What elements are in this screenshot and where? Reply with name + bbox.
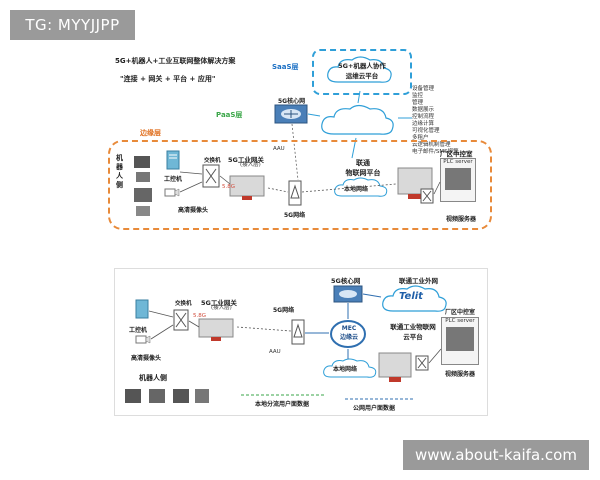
feature-item: 云逻辑机制管理 xyxy=(412,142,451,148)
d2-local-network-label: 本地网络 xyxy=(333,366,358,373)
antenna-icon xyxy=(288,180,302,206)
d2-video-server-label: 视频服务器 xyxy=(445,371,476,378)
d2-core-network-label: 5G核心网 xyxy=(331,277,361,285)
d2-iot-platform-label: 联通工业物联网 云平台 xyxy=(390,323,436,341)
d2-gateway-label: 5G工业网关 xyxy=(201,299,237,307)
d2-local-network-cloud-icon xyxy=(323,358,377,378)
d2-gateway-sublabel: (接入层) xyxy=(211,305,232,311)
d2-telit-logo: Telit xyxy=(399,291,423,302)
diagram2: 5G核心网 联通工业外网 Telit 工控机 交换机 高清摄像头 5G工业网关 … xyxy=(114,268,488,416)
d2-mec-icon xyxy=(330,320,366,348)
robot-arm-icon xyxy=(134,156,152,216)
feature-item: 管理 xyxy=(412,100,424,106)
switch2-icon xyxy=(420,188,434,204)
d2-links xyxy=(148,293,442,400)
d2-plc-server-box: PLC server xyxy=(441,317,479,365)
gateway-icon xyxy=(229,175,265,200)
feature-item: 监控 xyxy=(412,93,424,99)
gateway-label: 5G工业网关 xyxy=(228,156,264,164)
d2-mec-label: MEC 边缘云 xyxy=(339,325,358,341)
d2-gateway-icon xyxy=(198,318,234,341)
d2-ipc-icon xyxy=(135,299,149,319)
d2-camera-icon xyxy=(135,335,151,344)
core-network-icon xyxy=(274,104,308,124)
d2-5g-network-label: 5G网络 xyxy=(273,307,295,314)
feature-item: 多租户 xyxy=(412,135,429,141)
gateway-sublabel: (接入层) xyxy=(240,162,261,168)
feature-item: 边缘计算 xyxy=(412,121,435,127)
d2-camera-label: 高清摄像头 xyxy=(131,355,162,362)
diagram1-title: 5G+机器人+工业互联网整体解决方案 xyxy=(115,57,236,65)
core-network-label: 5G核心网 xyxy=(278,98,306,105)
saas-label: SaaS层 xyxy=(272,63,299,71)
diagram1: 5G+机器人+工业互联网整体解决方案 "连接 + 网关 + 平台 + 应用" S… xyxy=(100,42,500,242)
robot-side-label: 机器人侧 xyxy=(116,154,123,189)
d2-switch-icon xyxy=(173,309,189,331)
plc-server-box: PLC server xyxy=(440,158,476,202)
d2-plant-control-label: 厂区中控室 xyxy=(445,309,476,316)
ipc-label: 工控机 xyxy=(164,176,183,183)
saas-box xyxy=(312,49,412,95)
switch-icon xyxy=(202,164,220,188)
d2-local-offload-label: 本地分流用户面数据 xyxy=(255,401,310,408)
d2-gateway2-icon xyxy=(378,352,412,382)
edge-box xyxy=(108,140,492,230)
aau-label: AAU xyxy=(273,146,285,152)
local-network-label: 本地网络 xyxy=(344,186,369,193)
local-network-cloud-icon xyxy=(334,177,388,197)
plant-control-label: 厂区中控室 xyxy=(440,150,473,158)
switch-label: 交换机 xyxy=(204,158,221,164)
diagram1-subtitle: "连接 + 网关 + 平台 + 应用" xyxy=(120,75,216,83)
d2-telit-cloud-icon xyxy=(382,285,447,312)
internet-cloud-icon xyxy=(321,104,394,135)
feature-item: 控制流程 xyxy=(412,114,435,120)
d2-robot-side-label: 机器人侧 xyxy=(139,374,167,382)
d2-aau-label: AAU xyxy=(269,349,281,355)
d2-plc-server-label: PLC server xyxy=(445,318,475,324)
camera-label: 高清摄像头 xyxy=(178,207,209,214)
d2-ipc-label: 工控机 xyxy=(129,327,148,334)
d2-antenna-icon xyxy=(291,319,305,345)
feature-item: 电子邮件/SMS报警 xyxy=(412,149,459,155)
d2-core-network-icon xyxy=(333,285,363,303)
link-label: 5.8G xyxy=(222,184,236,190)
camera-icon xyxy=(164,188,180,197)
feature-item: 数据展示 xyxy=(412,107,435,113)
feature-item: 可视化管理 xyxy=(412,128,440,134)
feature-list: 设备管理 监控 管理 数据展示 控制流程 边缘计算 可视化管理 多租户 云逻辑机… xyxy=(412,86,472,156)
edge-links xyxy=(179,171,441,195)
video-server-label: 视频服务器 xyxy=(446,216,477,223)
ipc-icon xyxy=(166,150,180,170)
paas-label: PaaS层 xyxy=(216,111,243,119)
server-rack-icon xyxy=(445,168,471,190)
watermark-bottom: www.about-kaifa.com xyxy=(403,440,589,470)
d2-public-user-label: 公网用户面数据 xyxy=(353,405,396,412)
5g-network-label: 5G网络 xyxy=(284,212,306,219)
d2-server-rack-icon xyxy=(446,327,474,351)
d2-switch2-icon xyxy=(415,355,429,371)
feature-item: 设备管理 xyxy=(412,86,435,92)
saas-platform-label: 5G+机器人协作 运维云平台 xyxy=(338,62,386,80)
d2-link-label: 5.8G xyxy=(193,313,207,319)
plc-server-label: PLC server xyxy=(443,159,473,165)
saas-cloud-icon xyxy=(327,56,392,83)
d2-robot-icons xyxy=(125,389,209,403)
iot-platform-label: 联通 物联网平台 xyxy=(345,159,381,177)
watermark-top: TG: MYYJJPP xyxy=(10,10,135,40)
d2-external-network-label: 联通工业外网 xyxy=(399,277,438,285)
edge-label: 边缘层 xyxy=(140,129,161,137)
d2-switch-label: 交换机 xyxy=(175,301,192,307)
